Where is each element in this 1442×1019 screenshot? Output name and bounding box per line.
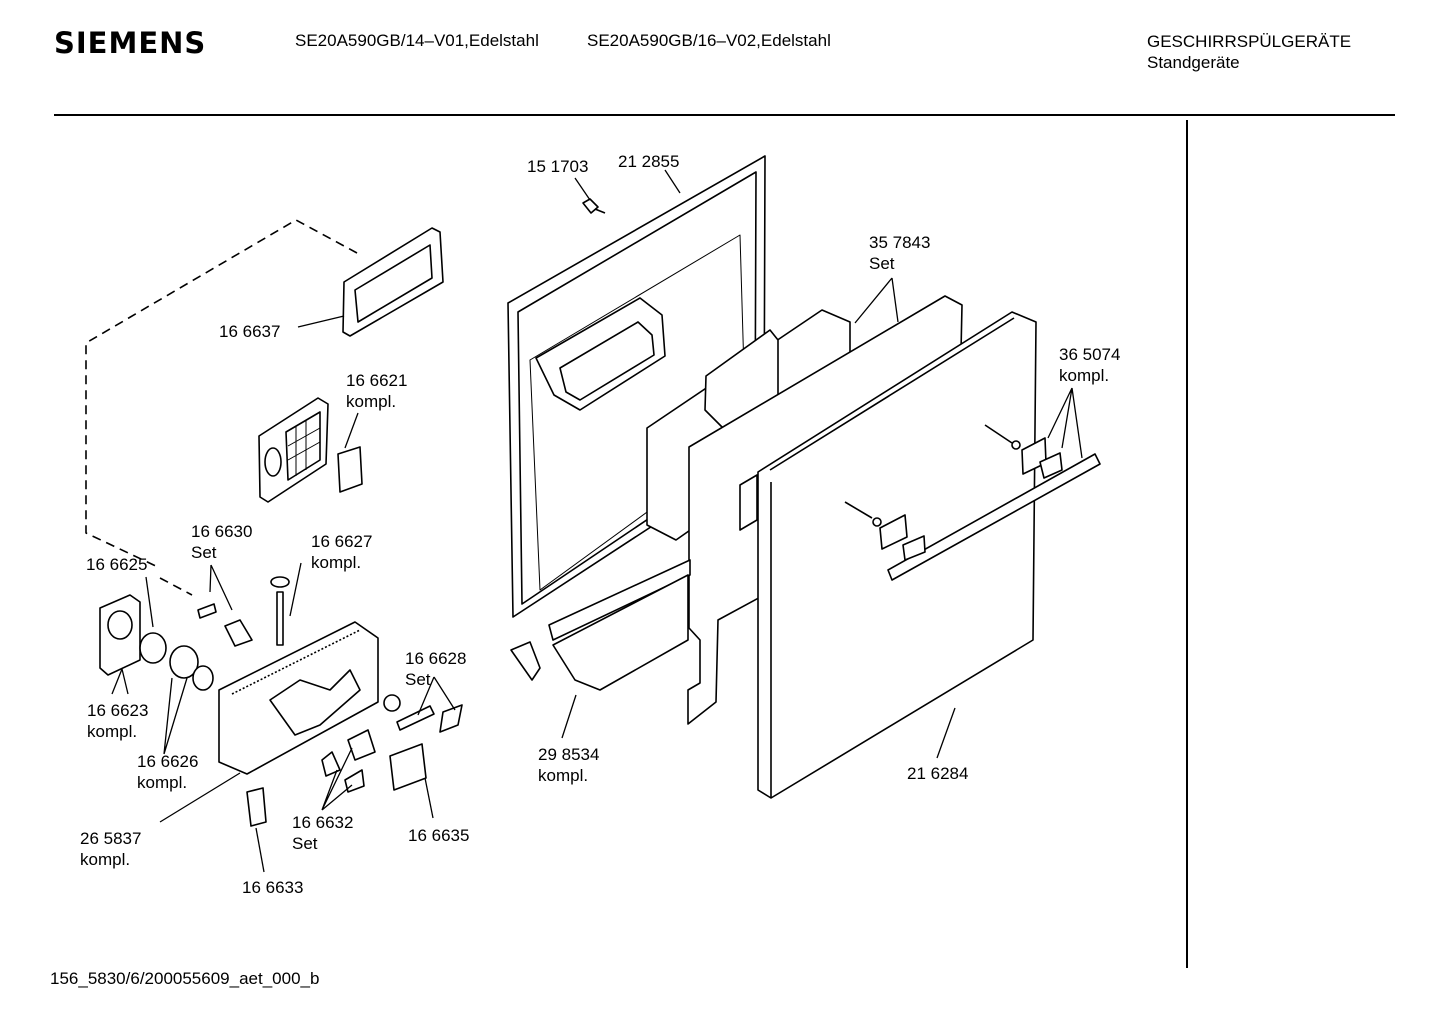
spring-and-lever: [197, 576, 290, 647]
model-number-1: SE20A590GB/14–V01,Edelstahl: [295, 31, 539, 50]
part-label-166635: 16 6635: [408, 826, 470, 845]
product-category: GESCHIRRSPÜLGERÄTE Standgeräte: [1147, 31, 1351, 73]
door-handle: [844, 424, 1101, 581]
part-label-212855: 21 2855: [618, 152, 680, 171]
part-label-166637: 16 6637: [219, 322, 281, 341]
model-number-2: SE20A590GB/16–V02,Edelstahl: [587, 31, 831, 50]
small-parts: [246, 694, 463, 827]
category-title: GESCHIRRSPÜLGERÄTE: [1147, 32, 1352, 51]
vertical-divider: [1186, 120, 1188, 968]
part-label-216284: 21 6284: [907, 764, 969, 783]
category-subtitle: Standgeräte: [1147, 53, 1240, 72]
header-divider: [54, 114, 1395, 116]
leader-lines: [111, 169, 1083, 873]
brand-logo: SIEMENS: [54, 26, 207, 60]
part-label-166625: 16 6625: [86, 555, 148, 574]
seal-strip: [510, 559, 691, 691]
assembly-dashed-line: [85, 219, 358, 596]
outer-door-panel: [739, 311, 1037, 799]
rinse-aid-cap: [99, 594, 214, 691]
part-label-166633: 16 6633: [242, 878, 304, 897]
window-frame: [342, 227, 444, 337]
screw-151703: [582, 198, 606, 214]
document-id: 156_5830/6/200055609_aet_000_b: [50, 969, 320, 988]
dispenser-cover: [258, 397, 363, 503]
dispenser-housing: [218, 621, 379, 775]
part-label-151703: 15 1703: [527, 157, 589, 176]
